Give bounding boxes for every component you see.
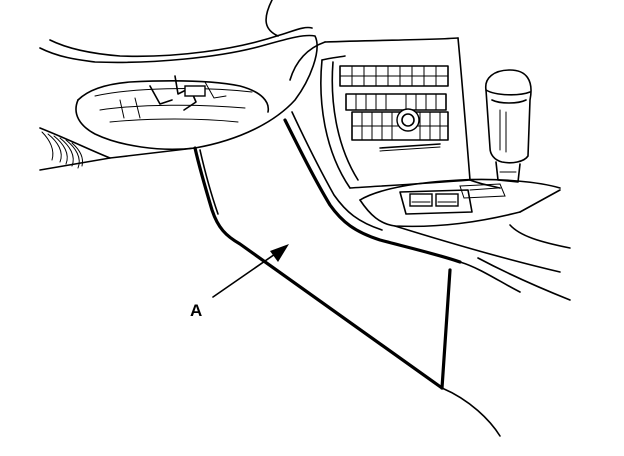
vent-grid-top bbox=[339, 65, 449, 87]
control-row-middle bbox=[345, 93, 447, 111]
callout-label-a: A bbox=[190, 301, 202, 320]
center-console bbox=[283, 37, 571, 301]
switch-panel bbox=[399, 189, 473, 215]
side-trim-panel bbox=[193, 146, 501, 437]
rotary-knob-icon bbox=[396, 108, 420, 132]
callout-arrow bbox=[212, 244, 289, 298]
steering-wheel bbox=[39, 0, 318, 171]
gear-shift-lever bbox=[485, 69, 532, 183]
